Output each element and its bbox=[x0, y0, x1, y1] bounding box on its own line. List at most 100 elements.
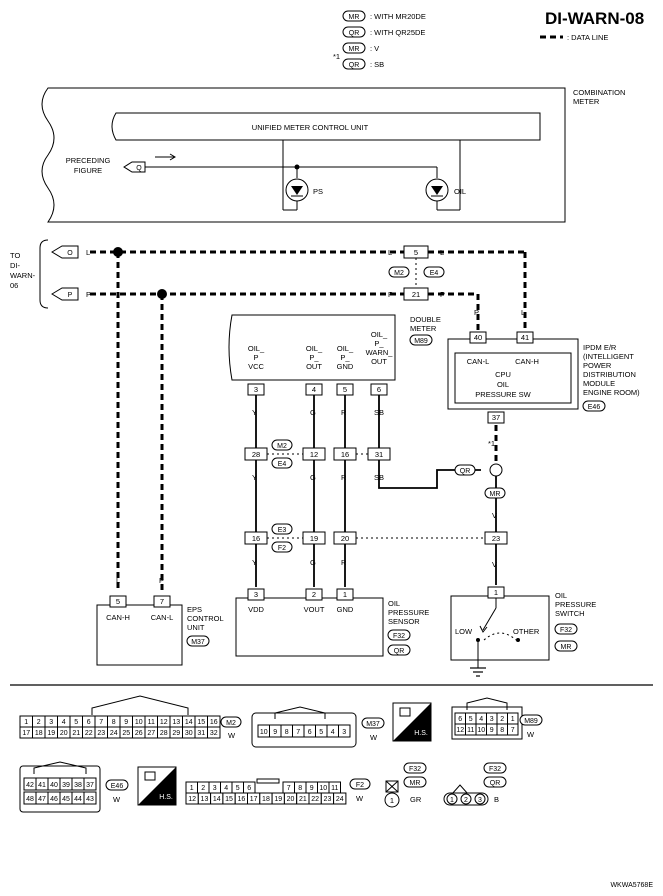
inline-16a: 16 bbox=[341, 450, 349, 459]
inline-5: 5 bbox=[414, 248, 418, 257]
switch-label-2: PRESSURE bbox=[555, 600, 596, 609]
m37-pin: 7 bbox=[296, 729, 300, 736]
ipdm-oil: OIL bbox=[497, 380, 509, 389]
double-meter-code: M89 bbox=[414, 338, 428, 345]
eps-control-unit: 5 7 CAN-H CAN-L EPS CONTROL UNIT M37 bbox=[96, 595, 224, 666]
wire-p-ipdm: P bbox=[474, 308, 479, 317]
m2-bot-pin: 31 bbox=[197, 730, 205, 737]
sensor-vout: VOUT bbox=[304, 605, 325, 614]
f2-bot-pin: 20 bbox=[287, 796, 295, 803]
m89-bot-pin: 8 bbox=[500, 727, 504, 734]
ipdm-label-6: ENGINE ROOM) bbox=[583, 388, 640, 397]
m2-top-pin: 13 bbox=[172, 719, 180, 726]
ipdm-er: 40 41 CAN-L CAN-H CPU OIL PRESSURE SW 37… bbox=[447, 331, 640, 424]
inline-31: 31 bbox=[375, 450, 383, 459]
page-title: DI-WARN-08 bbox=[545, 9, 644, 28]
double-meter-label-2: METER bbox=[410, 324, 437, 333]
ipdm-pin37: 37 bbox=[492, 413, 500, 422]
double-meter: DOUBLE METER M89 OIL_ P VCC OIL_ P_ OUT … bbox=[228, 314, 441, 396]
f32a-code: F32 bbox=[409, 766, 421, 773]
e46-top-pin: 42 bbox=[26, 782, 34, 789]
connector-f32-mr: F32 MR 1 GR bbox=[384, 762, 427, 808]
double-meter-label-1: DOUBLE bbox=[410, 315, 441, 324]
wire-p-eps: P bbox=[159, 576, 164, 585]
dm-pin5: 5 bbox=[343, 385, 347, 394]
m2-top-pin: 4 bbox=[62, 719, 66, 726]
f2-color: W bbox=[356, 794, 364, 803]
f2-top-left-pin: 5 bbox=[236, 785, 240, 792]
m2-bot-cell bbox=[207, 726, 221, 739]
dm-pin5-l3: GND bbox=[337, 362, 354, 371]
dm-pin4-l1: OIL_ bbox=[306, 344, 323, 353]
wire-l-eps: L bbox=[116, 576, 120, 585]
wire-r-1: R bbox=[341, 408, 347, 417]
legend-star: *1 bbox=[333, 52, 340, 61]
dm-pin3-l2: P bbox=[253, 353, 258, 362]
m2-bot-pin: 23 bbox=[97, 730, 105, 737]
m37-pin: 4 bbox=[331, 729, 335, 736]
m2-code: M2 bbox=[226, 720, 236, 727]
dm-pin6: 6 bbox=[377, 385, 381, 394]
hs-label-2: H.S. bbox=[159, 794, 173, 801]
m2-bot-pin: 24 bbox=[110, 730, 118, 737]
m2-top-pin: 3 bbox=[49, 719, 53, 726]
m89-bot-pin: 9 bbox=[490, 727, 494, 734]
m89-top-pin: 4 bbox=[479, 716, 483, 723]
switch-low: LOW bbox=[455, 627, 473, 636]
m89-bot-pin: 12 bbox=[456, 727, 464, 734]
star-note: *1 bbox=[488, 439, 495, 448]
sensor-pin3: 3 bbox=[254, 590, 258, 599]
eps-can-l: CAN-L bbox=[151, 613, 174, 622]
m37-pin: 10 bbox=[260, 729, 268, 736]
m2-top-pin: 8 bbox=[112, 719, 116, 726]
ipdm-label-2: (INTELLIGENT bbox=[583, 352, 634, 361]
f2-top-left-pin: 1 bbox=[190, 785, 194, 792]
m2-top-pin: 1 bbox=[24, 719, 28, 726]
f2-top-right-pin: 11 bbox=[331, 785, 338, 792]
dm-pin5-l2: P_ bbox=[340, 353, 350, 362]
connector-f32-qr: F32 QR 1 2 3 B bbox=[443, 762, 507, 806]
m37-code: M37 bbox=[366, 721, 380, 728]
switch-tag: MR bbox=[561, 644, 572, 651]
eps-label-3: UNIT bbox=[187, 623, 205, 632]
switch-arrow-icon bbox=[479, 625, 488, 633]
dm-pin4-l2: P_ bbox=[309, 353, 319, 362]
e46-bot-cell bbox=[83, 791, 97, 805]
hs-symbol-1: H.S. bbox=[392, 702, 432, 742]
wire-g-2: G bbox=[310, 473, 316, 482]
ps-label: PS bbox=[313, 187, 323, 196]
m2-bot-pin: 25 bbox=[122, 730, 130, 737]
sensor-tag: QR bbox=[394, 648, 405, 655]
to-di-warn-06: TO DI- WARN- 06 O P bbox=[10, 239, 79, 309]
m89-top-pin: 6 bbox=[458, 716, 462, 723]
eps-pin5: 5 bbox=[116, 597, 120, 606]
f2-bot-pin: 17 bbox=[250, 796, 258, 803]
inline-12: 12 bbox=[310, 450, 318, 459]
f32a-tag: MR bbox=[410, 780, 421, 787]
f32b-code: F32 bbox=[489, 766, 501, 773]
m89-color: W bbox=[527, 730, 535, 739]
m2-tag-2: M2 bbox=[277, 443, 287, 450]
figure-code: WKWA5768E bbox=[610, 882, 653, 889]
e46-code: E46 bbox=[111, 783, 124, 790]
signal-wires: Y G R SB Y G R SB Y G R 28 12 16 31 M2 E… bbox=[244, 395, 508, 587]
f2-bot-pin: 24 bbox=[336, 796, 344, 803]
e46-top-pin: 41 bbox=[38, 782, 46, 789]
dm-pin4: 4 bbox=[312, 385, 316, 394]
legend-mr-text: : WITH MR20DE bbox=[370, 12, 426, 21]
switch-code: F32 bbox=[560, 627, 572, 634]
m2-bot-pin: 22 bbox=[85, 730, 93, 737]
f2-bot-pin: 14 bbox=[213, 796, 221, 803]
o-tag: O bbox=[67, 250, 73, 257]
f2-top-left-pin: 2 bbox=[201, 785, 205, 792]
m89-top-pin: 1 bbox=[511, 716, 515, 723]
eps-can-h: CAN-H bbox=[106, 613, 130, 622]
m89-bot-cell bbox=[507, 723, 519, 736]
m2-top-pin: 2 bbox=[37, 719, 41, 726]
preceding-label-1: PRECEDING bbox=[66, 156, 111, 165]
wire-g-1: G bbox=[310, 408, 316, 417]
m89-top-pin: 2 bbox=[500, 716, 504, 723]
ipdm-label-3: POWER bbox=[583, 361, 612, 370]
